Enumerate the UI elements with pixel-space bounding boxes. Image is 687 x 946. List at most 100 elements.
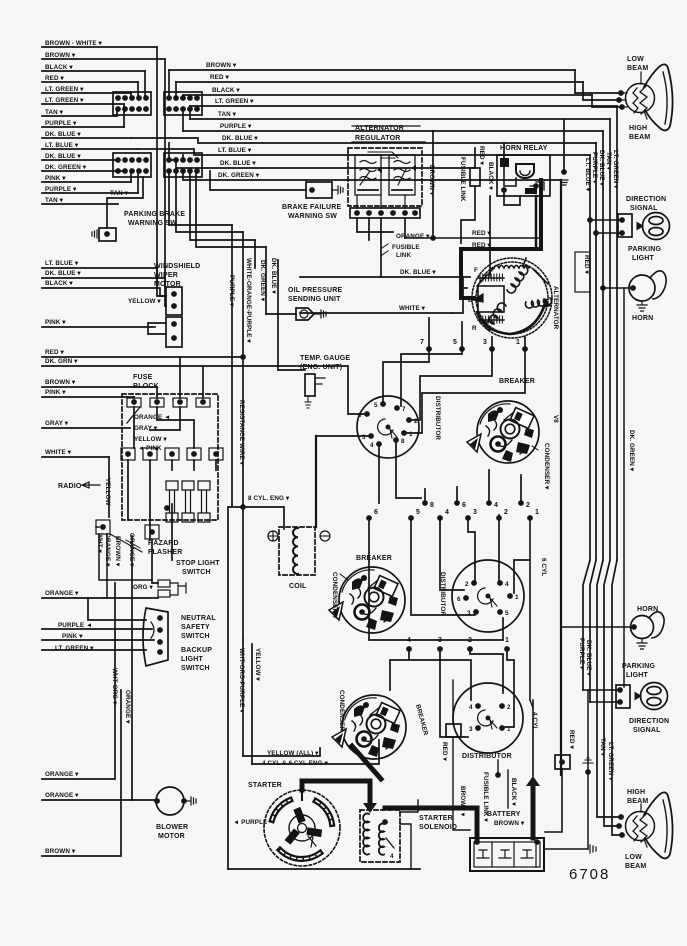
svg-text:DK. GREEN ▾: DK. GREEN ▾: [218, 172, 260, 179]
svg-text:TAN ▾: TAN ▾: [110, 190, 129, 197]
svg-text:BROWN ▾: BROWN ▾: [459, 786, 466, 817]
svg-text:RED ▾: RED ▾: [441, 742, 448, 761]
svg-text:DK. BLUE ▾: DK. BLUE ▾: [598, 150, 605, 186]
svg-text:2: 2: [468, 637, 472, 644]
svg-text:8: 8: [401, 438, 405, 445]
svg-text:2: 2: [507, 704, 511, 711]
svg-text:BLACK ▾: BLACK ▾: [487, 162, 494, 190]
svg-text:ORANGE ▾: ORANGE ▾: [124, 690, 131, 724]
svg-text:WHT-ORG ▾: WHT-ORG ▾: [111, 668, 118, 705]
svg-text:DK. BLUE ▾: DK. BLUE ▾: [222, 135, 258, 142]
svg-text:1: 1: [515, 594, 519, 601]
svg-text:SIGNAL: SIGNAL: [633, 727, 661, 734]
svg-text:YELLOW ▾: YELLOW ▾: [254, 648, 261, 681]
svg-text:BROWN ▾: BROWN ▾: [45, 379, 76, 386]
svg-text:BROWN - WHITE ▾: BROWN - WHITE ▾: [45, 40, 103, 47]
svg-text:BEAM: BEAM: [625, 863, 646, 870]
svg-text:BLACK ▾: BLACK ▾: [45, 64, 73, 71]
svg-text:BREAKER: BREAKER: [356, 555, 392, 562]
svg-text:6: 6: [457, 596, 461, 603]
svg-text:4 CYL: 4 CYL: [531, 712, 538, 730]
svg-text:BROWN ▾: BROWN ▾: [494, 820, 525, 827]
svg-text:RED ▾: RED ▾: [45, 75, 64, 82]
svg-text:TAN ▾: TAN ▾: [218, 111, 237, 118]
svg-text:BATTERY: BATTERY: [487, 811, 521, 818]
svg-text:2: 2: [526, 502, 530, 509]
svg-text:DK. BLUE ▾: DK. BLUE ▾: [585, 640, 592, 676]
svg-text:ORANGE ▾: ORANGE ▾: [45, 771, 79, 778]
svg-text:LT. GREEN ▾: LT. GREEN ▾: [612, 150, 619, 189]
svg-text:PINK ▾: PINK ▾: [45, 175, 66, 182]
svg-text:LOW: LOW: [627, 56, 644, 63]
svg-text:STARTER: STARTER: [419, 815, 453, 822]
svg-text:BROWN ▾: BROWN ▾: [206, 62, 237, 69]
svg-text:HORN RELAY: HORN RELAY: [500, 145, 548, 152]
svg-text:4: 4: [390, 853, 394, 860]
svg-text:3: 3: [467, 610, 471, 617]
svg-text:HORN: HORN: [632, 315, 653, 322]
svg-text:4: 4: [469, 704, 473, 711]
svg-text:FUSE: FUSE: [133, 374, 153, 381]
svg-text:BLACK ▾: BLACK ▾: [510, 778, 517, 806]
svg-text:PINK ▾: PINK ▾: [45, 319, 66, 326]
svg-text:8: 8: [430, 502, 434, 509]
svg-text:FLASHER: FLASHER: [148, 549, 182, 556]
svg-text:RED ▾: RED ▾: [472, 242, 491, 249]
svg-text:ORANGE ▾: ORANGE ▾: [45, 590, 79, 597]
svg-text:DK. BLUE ▾: DK. BLUE ▾: [45, 131, 81, 138]
svg-text:LINK: LINK: [396, 252, 411, 259]
svg-text:LIGHT: LIGHT: [632, 255, 655, 262]
svg-text:F: F: [474, 267, 478, 274]
svg-text:HORN: HORN: [637, 606, 658, 613]
svg-text:ORG ▾: ORG ▾: [133, 584, 153, 591]
svg-text:WHITE ▾: WHITE ▾: [399, 305, 426, 312]
svg-text:PURPLE ▾: PURPLE ▾: [591, 152, 598, 184]
svg-text:BEAM: BEAM: [627, 798, 648, 805]
svg-text:WARNING SW: WARNING SW: [288, 213, 337, 220]
svg-text:HIGH: HIGH: [629, 125, 647, 132]
svg-text:1: 1: [507, 726, 511, 733]
svg-text:BROWN ▾: BROWN ▾: [428, 165, 435, 196]
svg-text:REGULATOR: REGULATOR: [355, 135, 401, 142]
svg-text:LT. GREEN ▾: LT. GREEN ▾: [55, 645, 94, 652]
svg-text:6 CYL: 6 CYL: [540, 558, 547, 576]
svg-text:RED ▾: RED ▾: [210, 74, 229, 81]
svg-text:GRAY ▾: GRAY ▾: [45, 420, 69, 427]
svg-text:CONDENSER ▾: CONDENSER ▾: [543, 443, 550, 490]
svg-text:TAN ▾: TAN ▾: [599, 738, 606, 757]
svg-text:6708: 6708: [569, 866, 610, 883]
svg-text:PARKING: PARKING: [628, 246, 662, 253]
svg-text:4: 4: [445, 509, 449, 516]
svg-text:PURPLE ◄: PURPLE ◄: [58, 622, 92, 629]
svg-text:4: 4: [370, 442, 374, 449]
svg-text:COIL: COIL: [289, 583, 307, 590]
svg-text:ORANGE ▾: ORANGE ▾: [104, 533, 111, 567]
svg-text:4: 4: [407, 637, 411, 644]
svg-text:ALTERNATOR: ALTERNATOR: [355, 125, 404, 132]
svg-text:WHITE ▾: WHITE ▾: [45, 449, 72, 456]
svg-text:R: R: [472, 325, 477, 332]
svg-text:◄ PURPLE: ◄ PURPLE: [233, 819, 267, 826]
svg-text:2: 2: [414, 418, 418, 425]
svg-text:ALTERNATOR: ALTERNATOR: [552, 286, 559, 330]
svg-text:TAN ▾: TAN ▾: [45, 109, 64, 116]
svg-text:PARKING BRAKE: PARKING BRAKE: [124, 211, 185, 218]
svg-text:DK. GREEN ▾: DK. GREEN ▾: [45, 164, 87, 171]
svg-text:2: 2: [465, 581, 469, 588]
svg-text:OIL PRESSURE: OIL PRESSURE: [288, 287, 343, 294]
svg-text:LT. GREEN ▾: LT. GREEN ▾: [45, 97, 84, 104]
svg-text:STARTER: STARTER: [248, 782, 282, 789]
svg-text:LT. BLUE ▾: LT. BLUE ▾: [584, 158, 591, 192]
svg-text:BROWN ▾: BROWN ▾: [45, 848, 76, 855]
svg-text:LIGHT: LIGHT: [181, 656, 204, 663]
svg-text:LT. GREEN ▾: LT. GREEN ▾: [215, 98, 254, 105]
svg-text:RESISTANCE WIRE ▾: RESISTANCE WIRE ▾: [238, 400, 245, 466]
svg-text:7: 7: [420, 339, 424, 346]
svg-text:6: 6: [374, 509, 378, 516]
svg-text:3: 3: [362, 434, 366, 441]
svg-text:SAFETY: SAFETY: [181, 624, 210, 631]
svg-text:V8: V8: [552, 415, 559, 423]
svg-text:PINK ▾: PINK ▾: [62, 633, 83, 640]
svg-text:5: 5: [374, 402, 378, 409]
svg-text:LIGHT: LIGHT: [626, 672, 649, 679]
